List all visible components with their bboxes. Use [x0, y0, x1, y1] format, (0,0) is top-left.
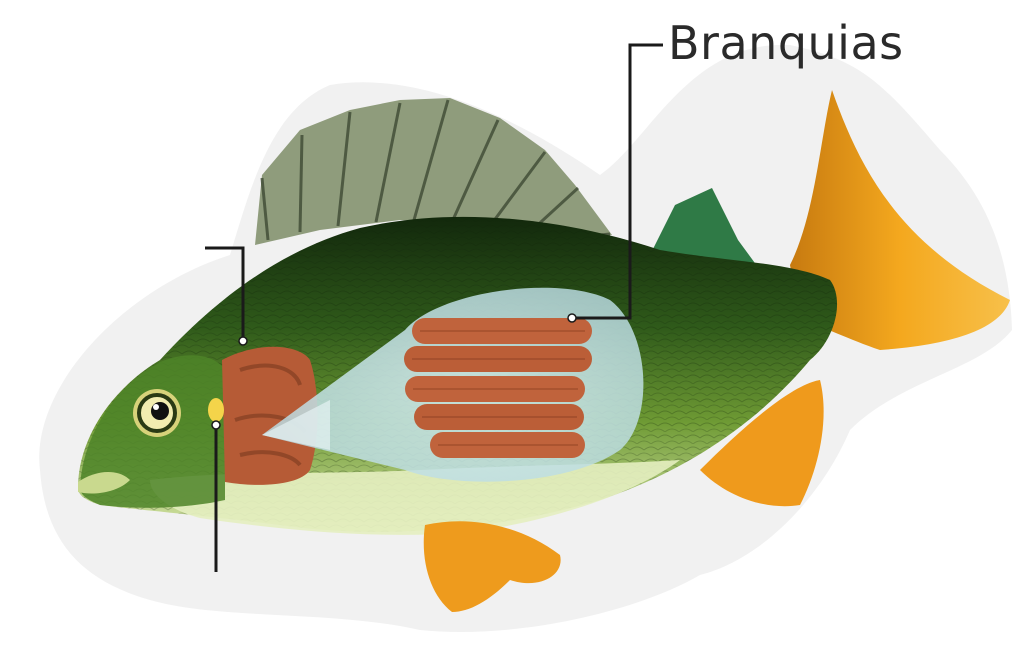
mouth-pointer-dot	[212, 421, 220, 429]
gills-pointer-dot	[568, 314, 576, 322]
gill-cover-pointer-dot	[239, 337, 247, 345]
eye	[133, 389, 181, 437]
gills-label: Branquias	[668, 16, 904, 70]
